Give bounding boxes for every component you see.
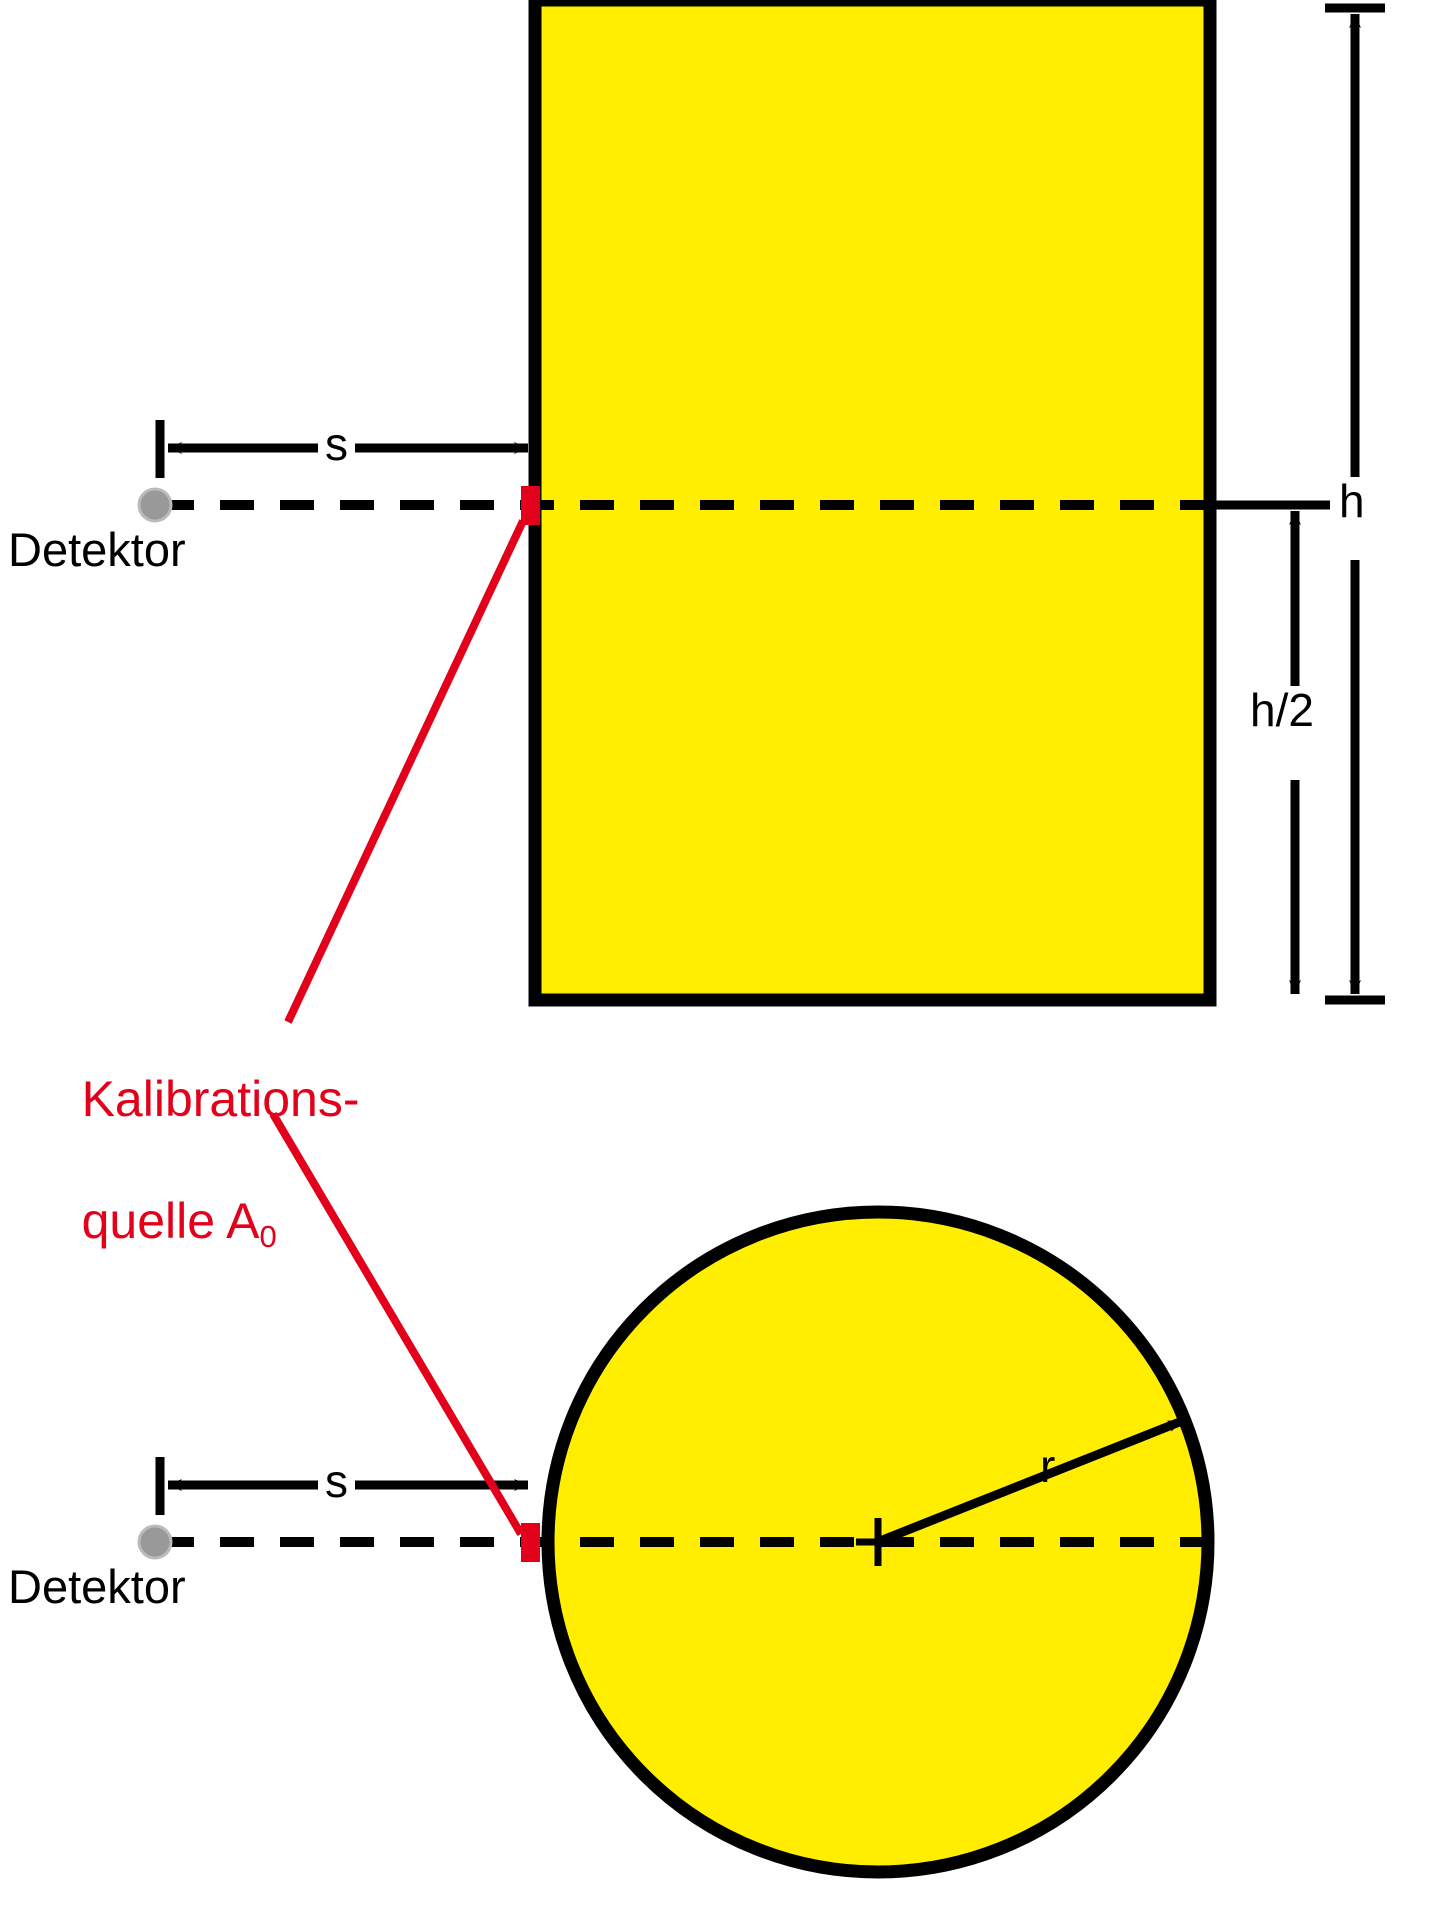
dimension-h-half-label: h/2 (1243, 685, 1321, 736)
detector-point-bottom (137, 1524, 173, 1560)
detector-point-top (137, 487, 173, 523)
circle-center-cross (856, 1518, 900, 1566)
calibration-source-label: Kalibrations- quelle A0 (26, 1008, 360, 1313)
dimension-h-label: h (1332, 476, 1372, 527)
rectangle-body-shape (528, 0, 1217, 1007)
dimension-h-half (1210, 500, 1330, 994)
calibration-source-marker-top (521, 486, 540, 525)
calibration-leader-top (284, 519, 527, 1024)
detector-label-top: Detektor (8, 523, 186, 576)
calibration-leader-bottom (269, 1111, 525, 1537)
rectangular-body-panel (528, 0, 1217, 1007)
dimension-h (1325, 3, 1385, 1005)
calibration-source-label-subscript: 0 (259, 1218, 277, 1254)
calibration-source-label-line2: quelle A (81, 1193, 260, 1249)
calibration-source-label-line1: Kalibrations- (81, 1071, 360, 1127)
dimension-r-arrow (878, 1416, 1184, 1546)
calibration-source-marker-bottom (521, 1523, 540, 1562)
dimension-r-label: r (1040, 1440, 1056, 1492)
dimension-s-label-top: s (318, 419, 355, 470)
detector-label-bottom: Detektor (8, 1560, 186, 1613)
dimension-s-label-bottom: s (318, 1456, 355, 1507)
